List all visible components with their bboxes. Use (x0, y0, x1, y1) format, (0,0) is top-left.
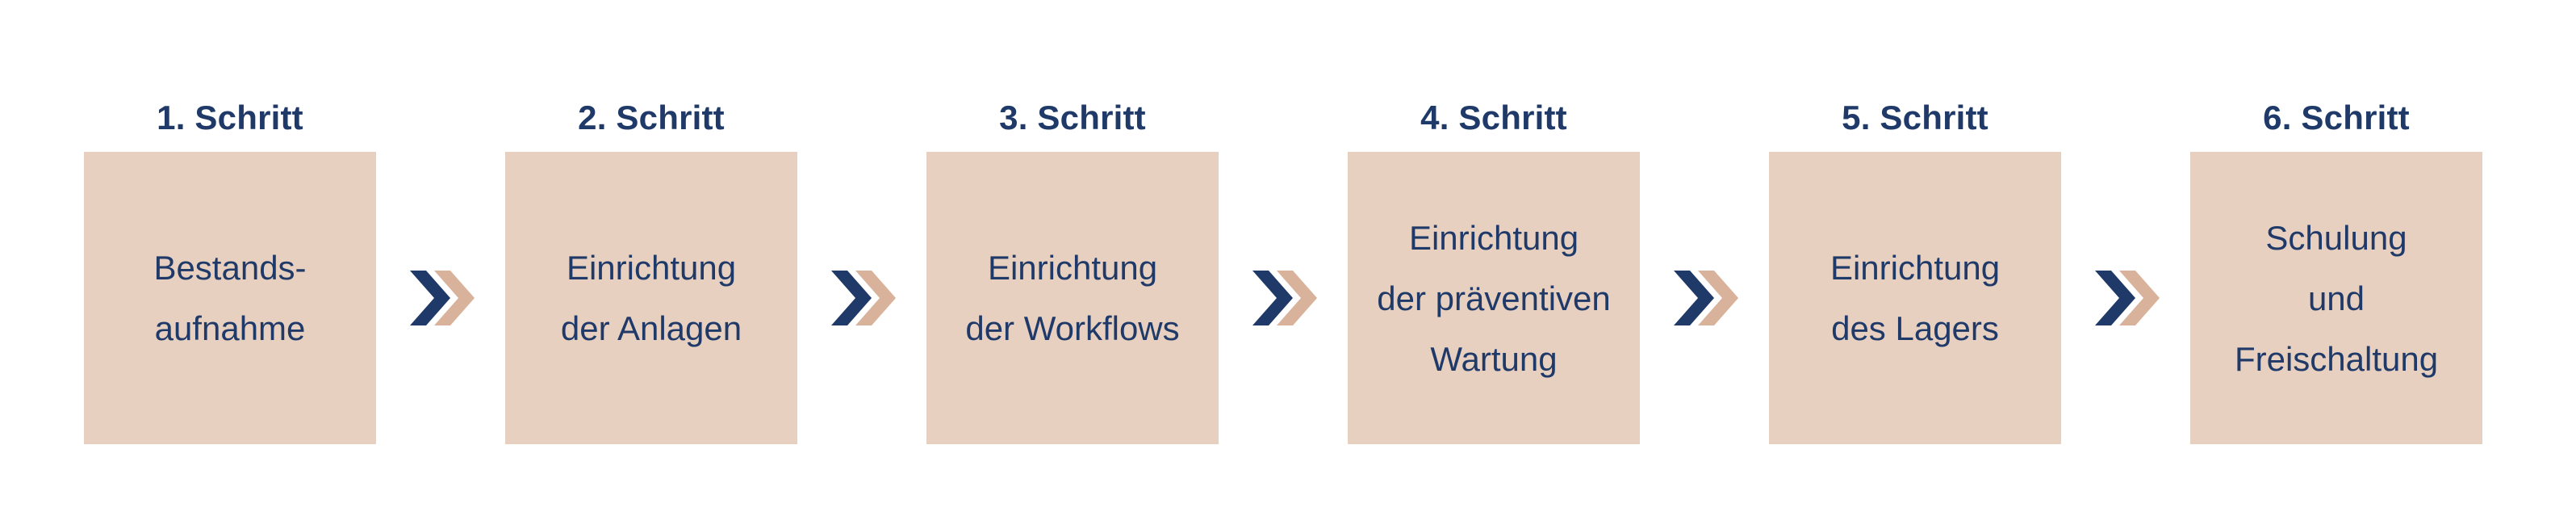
step-text-line: der Workflows (965, 309, 1180, 347)
step-text-line: Wartung (1430, 339, 1558, 378)
step-text-line: Einrichtung (1830, 249, 2001, 287)
chevron-dark-icon (1674, 271, 1714, 325)
chevron-light-icon (434, 271, 475, 325)
step-text-line: aufnahme (154, 309, 306, 347)
step-box: Einrichtung der Anlagen (505, 152, 797, 444)
step-box: Einrichtung der präventiven Wartung (1348, 152, 1640, 444)
step-text-line: Einrichtung (566, 249, 737, 287)
step-text-line: Schulung (2265, 218, 2407, 257)
double-chevron-right-icon (1252, 271, 1317, 325)
chevron-light-icon (1277, 271, 1317, 325)
step-heading: 5. Schritt (1842, 99, 1988, 136)
step-text-line: Einrichtung (987, 249, 1158, 287)
step-text-line: Freischaltung (2234, 339, 2439, 378)
double-chevron-right-icon (410, 271, 475, 325)
step-text-line: Bestands- (153, 249, 307, 287)
step-heading: 2. Schritt (578, 99, 725, 136)
chevron-dark-icon (1252, 271, 1293, 325)
step-heading: 4. Schritt (1420, 99, 1567, 136)
double-chevron-right-icon (1674, 271, 1738, 325)
chevron-light-icon (2119, 271, 2160, 325)
step-box: Bestands- aufnahme (84, 152, 376, 444)
chevron-light-icon (1698, 271, 1738, 325)
chevron-dark-icon (831, 271, 872, 325)
step-text-line: der präventiven (1377, 279, 1611, 317)
step-text-line: Einrichtung (1408, 218, 1579, 257)
double-chevron-right-icon (2095, 271, 2160, 325)
chevron-light-icon (855, 271, 896, 325)
step-heading: 3. Schritt (999, 99, 1146, 136)
double-chevron-right-icon (831, 271, 896, 325)
step-box: Schulung und Freischaltung (2190, 152, 2482, 444)
step-text-line: der Anlagen (560, 309, 742, 347)
step-heading: 1. Schritt (157, 99, 303, 136)
step-box: Einrichtung des Lagers (1769, 152, 2061, 444)
step-heading: 6. Schritt (2263, 99, 2410, 136)
chevron-dark-icon (2095, 271, 2135, 325)
step-text-line: und (2307, 279, 2365, 317)
step-text-line: des Lagers (1831, 309, 1999, 347)
chevron-dark-icon (410, 271, 450, 325)
step-box: Einrichtung der Workflows (926, 152, 1219, 444)
